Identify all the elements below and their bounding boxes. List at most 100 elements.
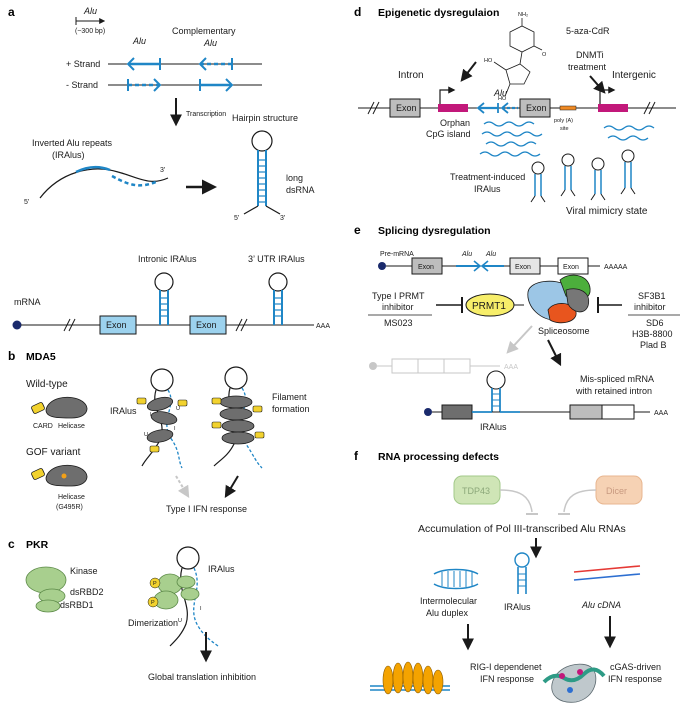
pkr-p2: P	[151, 600, 155, 606]
panel-d-alu: Alu	[493, 88, 507, 98]
premrna-label: Pre-mRNA	[380, 251, 414, 258]
aza-ho1: HO	[484, 58, 493, 64]
panel-b-title: MDA5	[26, 351, 56, 363]
panel-b: b MDA5 Wild-type CARD Helicase GOF varia…	[8, 349, 310, 514]
viral-mimicry-label: Viral mimicry state	[566, 206, 648, 217]
d-exon2: Exon	[526, 103, 547, 113]
mda5-gof-icon	[31, 464, 88, 487]
panel-e: e Splicing dysregulation Pre-mRNA Alu Al…	[354, 223, 680, 432]
treatment-hairpins	[530, 149, 636, 203]
orphan-line2: CpG island	[426, 129, 471, 139]
normal-splice-arrow	[506, 325, 533, 354]
panel-b-letter: b	[8, 349, 15, 363]
dsrbd2-label: dsRBD2	[70, 587, 104, 597]
mda5-complex-left	[136, 368, 188, 469]
panel-d-title: Epigenetic dysregulaion	[378, 7, 499, 19]
wt-ifn-arrow	[175, 475, 190, 499]
aza-cdr-structure	[493, 18, 543, 95]
pkr-u: U	[178, 618, 182, 624]
panel-c-title: PKR	[26, 539, 49, 551]
gof-mutation-label: (G495R)	[56, 504, 83, 511]
e-iralus-label: IRAlus	[480, 422, 507, 432]
polya-line2: site	[560, 126, 569, 132]
prmt1-label: PRMT1	[472, 301, 506, 312]
panel-c: c PKR Kinase dsRBD2 dsRBD1 P P U I IRAlu…	[8, 537, 256, 682]
panel-b-iralus-label: IRAlus	[110, 406, 137, 416]
dnmti-arrow-right	[589, 75, 606, 94]
gof-helicase-label: Helicase	[58, 494, 85, 501]
wild-type-label: Wild-type	[26, 379, 68, 390]
dicer-inhibit	[563, 489, 597, 513]
filament-ifn-arrow	[224, 475, 239, 499]
complementary-label: Complementary	[172, 26, 236, 36]
pladb-label: Plad B	[640, 340, 667, 350]
dsrbd1-label: dsRBD1	[60, 600, 94, 610]
dsrna-label: dsRNA	[286, 185, 315, 195]
h3b-label: H3B-8800	[632, 329, 673, 339]
alu-cdna-label: Alu cDNA	[581, 600, 621, 610]
card-label: CARD	[33, 423, 53, 430]
alu-scale-label: Alu	[83, 6, 97, 16]
dimerization-label: Dimerization	[128, 618, 178, 628]
intron-label: Intron	[398, 70, 424, 81]
b-u2: U	[144, 432, 148, 438]
panel-f: f RNA processing defects TDP43 Dicer Acc…	[354, 449, 662, 703]
pkr-dimer-complex	[147, 546, 219, 647]
cdna-red-strand	[573, 565, 641, 573]
f-iralus-hairpin	[514, 552, 530, 594]
spliceosome-label: Spliceosome	[538, 326, 590, 336]
e-exon2: Exon	[515, 264, 531, 271]
rigi-line2: IFN response	[480, 674, 534, 684]
mrna-exon1: Exon	[106, 320, 127, 330]
hairpin-3prime: 3’	[280, 215, 286, 222]
panel-a-letter: a	[8, 5, 15, 19]
sd6-label: SD6	[646, 318, 664, 328]
dnmti-line2: treatment	[568, 62, 607, 72]
alu-column-label: Alu	[132, 36, 146, 46]
polya-line1: poly (A)	[554, 118, 573, 124]
filament-line2: formation	[272, 404, 310, 414]
normal-mrna-faded	[369, 358, 500, 374]
panel-a: a Alu (~300 bp) Alu Complementary Alu + …	[8, 5, 330, 335]
type-i-ifn-label: Type I IFN response	[166, 504, 247, 514]
e-exon1: Exon	[418, 264, 434, 271]
filament-line1: Filament	[272, 392, 307, 402]
b-i2: I	[174, 426, 176, 432]
aza-nh2: NH₂	[518, 12, 528, 18]
transcription-label: Transcription	[186, 111, 226, 118]
cgas-line1: cGAS-driven	[610, 662, 661, 672]
e-alu2: Alu	[485, 251, 496, 258]
mrna-diagram	[12, 272, 314, 335]
rna-3prime: 3’	[160, 167, 166, 174]
mda5-complex-right	[211, 366, 265, 469]
dnmti-line1: DNMTi	[576, 50, 604, 60]
intermolecular-line2: Alu duplex	[426, 608, 469, 618]
hairpin-5prime: 5’	[234, 215, 240, 222]
inverted-alu-line1: Inverted Alu repeats	[32, 138, 113, 148]
panel-f-title: RNA processing defects	[378, 451, 499, 463]
minus-strand	[108, 78, 262, 92]
sf3b1-line1: SF3B1	[638, 291, 666, 301]
rna-5prime: 5’	[24, 199, 30, 206]
panel-e-letter: e	[354, 223, 361, 237]
genome-track	[358, 86, 676, 118]
b-u1: U	[176, 406, 180, 412]
panel-e-title: Splicing dysregulation	[378, 225, 491, 237]
mrna-exon2: Exon	[196, 320, 217, 330]
helicase-label: Helicase	[58, 423, 85, 430]
accumulation-label: Accumulation of Pol III-transcribed Alu …	[418, 523, 626, 535]
intronic-iralus-label: Intronic IRAlus	[138, 254, 197, 264]
hairpin-structure-label: Hairpin structure	[232, 113, 298, 123]
panel-d-letter: d	[354, 5, 361, 19]
premrna-track	[378, 257, 600, 275]
kinase-label: Kinase	[70, 566, 98, 576]
aza-cdr-label: 5-aza-CdR	[566, 26, 610, 36]
intermolecular-duplex-icon	[433, 568, 479, 590]
treatment-line2: IRAlus	[474, 184, 501, 194]
e-exon3: Exon	[563, 264, 579, 271]
minus-strand-label: - Strand	[66, 80, 98, 90]
inverted-alu-line2: (IRAlus)	[52, 150, 85, 160]
dnmti-arrow-left	[460, 61, 477, 82]
panel-c-letter: c	[8, 537, 15, 551]
